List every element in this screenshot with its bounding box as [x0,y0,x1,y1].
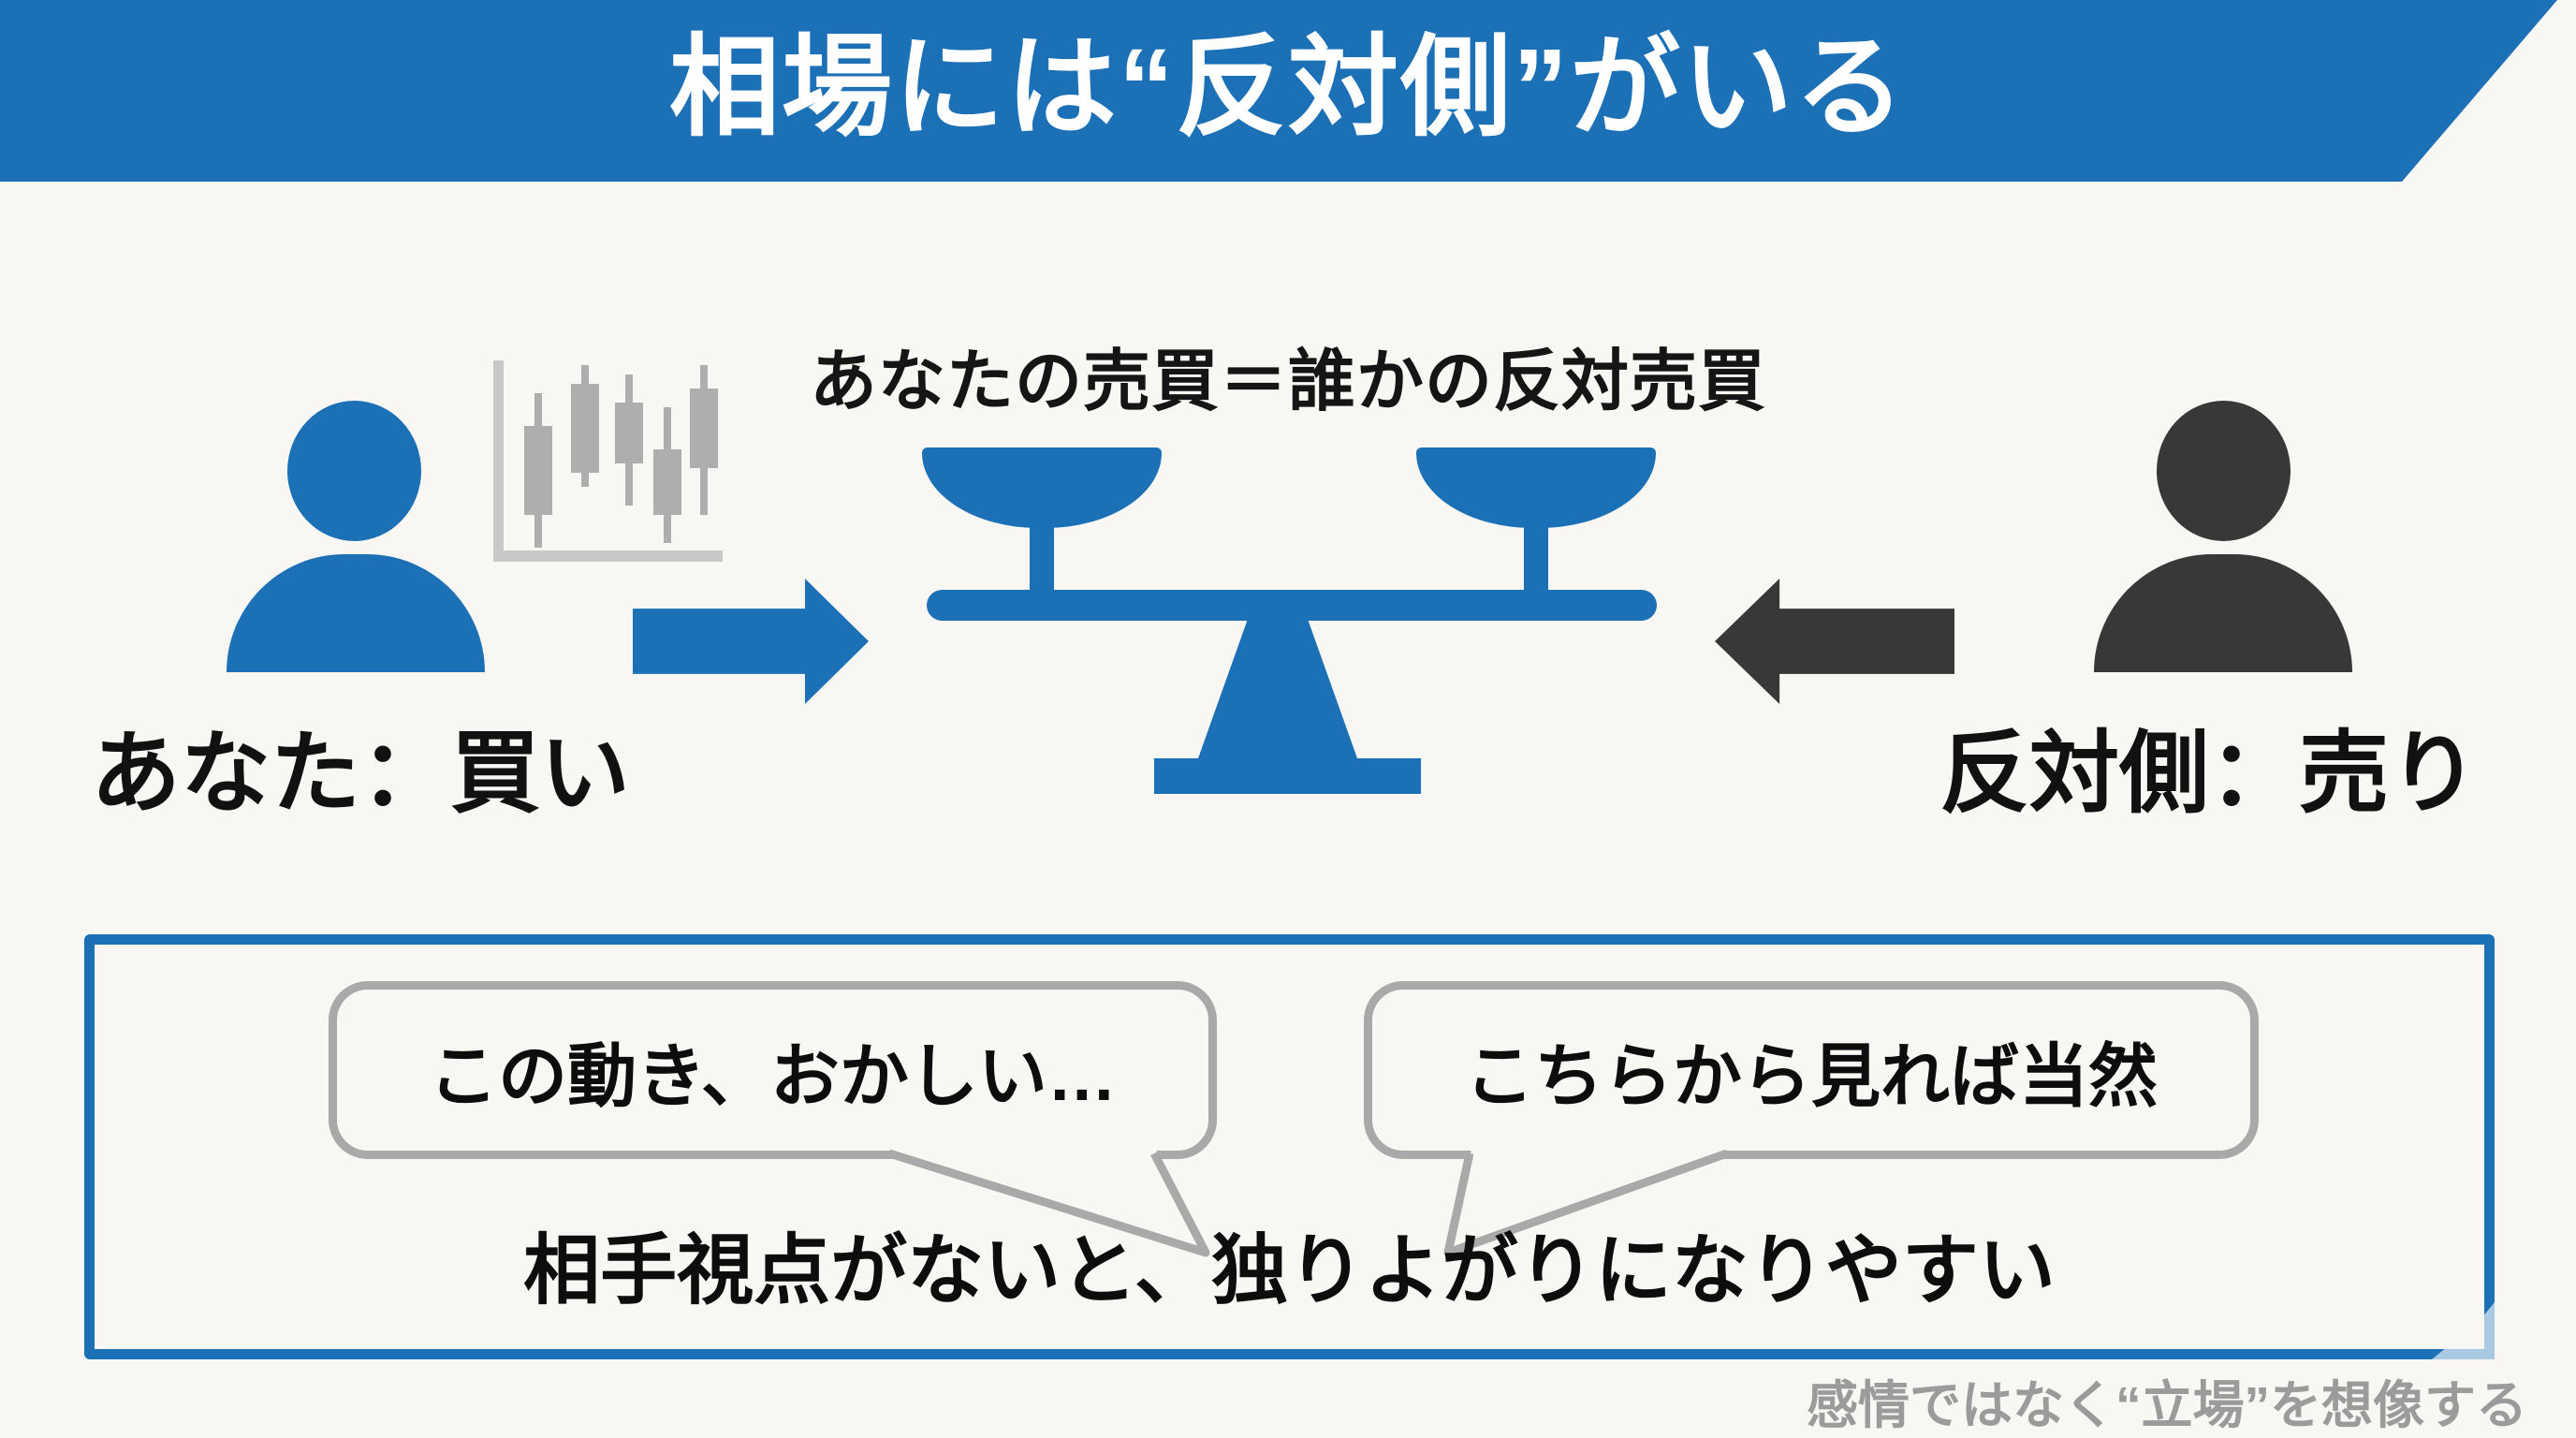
candlestick-chart-icon [493,360,723,573]
speech-bubble-seller: こちらから見れば当然 [1364,981,2259,1159]
buyer-label: あなた：買い [91,724,630,824]
candle-body [571,384,599,473]
candle-body [615,403,643,463]
scale-right-stem [1524,522,1548,592]
footer-note: 感情ではなく“立場”を想像する [1806,1376,2527,1434]
speech-bubble-buyer: この動き、おかしい… [329,981,1217,1159]
seller-person-body-icon [2094,554,2352,672]
panel-corner-accent-right [2484,1302,2495,1359]
seller-label: 反対側：売り [1939,724,2479,824]
takeaway-panel [84,934,2495,1359]
seller-person-icon [2157,401,2291,541]
scale-left-stem [1030,522,1054,592]
scale-beam [927,590,1657,621]
candle-body [524,426,552,515]
speech-bubble-buyer-text: この動き、おかしい… [429,1036,1117,1115]
scale-pedestal [1198,620,1357,758]
equation-caption: あなたの売買＝誰かの反対売買 [809,345,1766,419]
balance-scale-icon [922,448,1661,796]
sell-arrow-icon [1715,579,1954,704]
speech-bubble-buyer-tail-icon [887,1149,1210,1257]
speech-bubble-seller-text: こちらから見れば当然 [1465,1036,2158,1115]
panel-corner-accent-bottom [2432,1349,2495,1359]
buyer-person-icon [287,401,421,541]
buy-arrow-icon [633,579,869,704]
chart-x-axis [493,550,723,562]
candle-body [690,389,718,468]
buyer-person-body-icon [227,554,485,672]
scale-base [1154,758,1421,794]
chart-y-axis [493,360,504,562]
candle-body [653,449,681,515]
page-title: 相場には“反対側”がいる [668,26,1907,150]
title-banner [0,0,2557,182]
scale-right-pan [1416,448,1656,528]
conclusion-text: 相手視点がないと、独りよがりになりやすい [523,1228,2056,1313]
speech-bubble-seller-tail-icon [1443,1149,1729,1257]
scale-left-pan [922,448,1162,528]
